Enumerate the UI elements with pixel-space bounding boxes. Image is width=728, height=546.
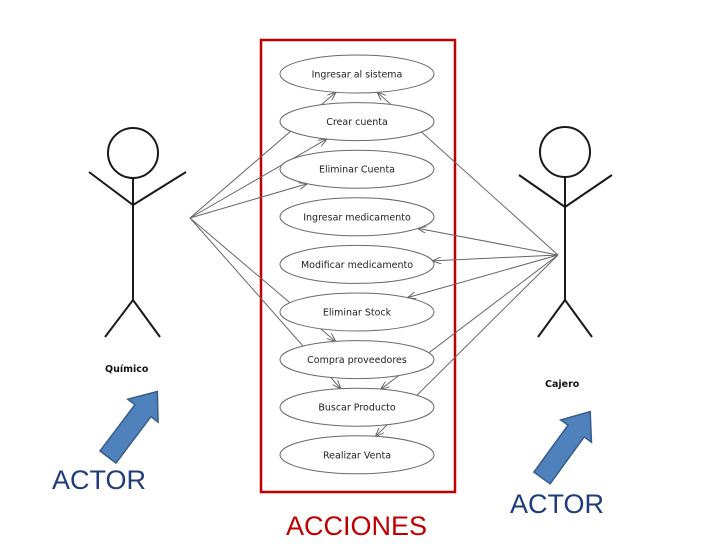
association-quimico xyxy=(189,139,327,219)
use-case-ellipse xyxy=(279,54,435,94)
association-cajero xyxy=(408,254,559,298)
callout-arrow-right xyxy=(532,410,593,485)
use-case-ellipse xyxy=(279,197,435,237)
actor-quimico-name: Químico xyxy=(105,364,149,375)
use-case: Buscar Producto xyxy=(279,387,435,427)
association-cajero xyxy=(433,254,559,261)
callout-left-label: ACTOR xyxy=(52,465,146,495)
use-case: Ingresar al sistema xyxy=(279,54,435,94)
use-case: Eliminar Stock xyxy=(279,292,435,332)
use-case: Crear cuenta xyxy=(279,102,435,142)
use-case-ellipse xyxy=(279,340,435,380)
system-label: ACCIONES xyxy=(286,511,427,541)
use-case: Realizar Venta xyxy=(279,435,435,475)
use-case: Ingresar medicamento xyxy=(279,197,435,237)
use-case-label: Crear cuenta xyxy=(326,117,388,128)
use-case-ellipse xyxy=(279,387,435,427)
actor-quimico-head xyxy=(107,127,159,179)
association-quimico xyxy=(189,184,307,219)
actor-quimico xyxy=(88,127,187,338)
use-case-ellipse xyxy=(279,435,435,475)
use-case: Eliminar Cuenta xyxy=(279,149,435,189)
callout-arrow-left xyxy=(98,390,159,465)
use-case-label: Ingresar medicamento xyxy=(303,212,411,223)
use-case-label: Eliminar Stock xyxy=(323,308,392,319)
use-case: Compra proveedores xyxy=(279,340,435,380)
actor-cajero-leg-left xyxy=(537,299,566,338)
actor-cajero-name: Cajero xyxy=(545,379,580,390)
use-case-label: Compra proveedores xyxy=(307,355,407,366)
use-case-label: Ingresar al sistema xyxy=(312,70,403,81)
system-boundary xyxy=(259,38,457,494)
use-case-ellipse xyxy=(279,149,435,189)
actor-quimico-leg-left xyxy=(104,299,134,338)
actor-quimico-leg-right xyxy=(132,299,161,338)
use-case-ellipse xyxy=(279,292,435,332)
actor-cajero xyxy=(518,126,613,338)
actor-cajero-arm-right xyxy=(564,174,613,208)
actor-cajero-leg-right xyxy=(564,299,593,338)
use-case-label: Eliminar Cuenta xyxy=(319,165,395,176)
use-case-label: Modificar medicamento xyxy=(301,260,413,271)
actor-quimico-arm-left xyxy=(88,171,134,206)
callout-arrow-right-shape xyxy=(532,410,593,485)
callout-arrow-left-shape xyxy=(98,390,159,465)
use-case-label: Buscar Producto xyxy=(318,403,396,414)
association-cajero xyxy=(418,228,559,256)
callout-right-label: ACTOR xyxy=(510,489,604,519)
actor-quimico-arm-right xyxy=(132,171,187,206)
actor-cajero-head xyxy=(539,126,591,178)
use-case-ellipse xyxy=(279,102,435,142)
use-case-label: Realizar Venta xyxy=(323,450,391,461)
use-case-ellipse xyxy=(279,244,435,284)
use-case: Modificar medicamento xyxy=(279,244,435,284)
actor-cajero-arm-left xyxy=(518,174,566,208)
